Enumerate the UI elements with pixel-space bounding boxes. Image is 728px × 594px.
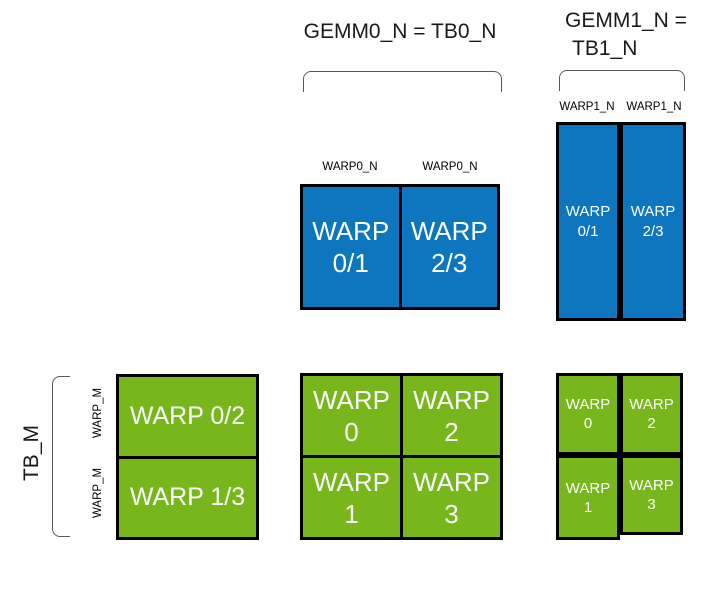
warp-cell-line2: 3 (444, 498, 459, 529)
warp-cell-line2: 2/3 (431, 248, 468, 278)
warp-cell-line2: 0 (583, 415, 593, 432)
gemm0-n-title: GEMM0_N = TB0_N (303, 20, 497, 43)
gemm0-warp-01-cell: WARP 0/1 (303, 187, 399, 307)
gemm1-n-title-line1: GEMM1_N = (565, 9, 687, 32)
tb-warp-13-cell: WARP 1/3 (119, 458, 256, 537)
gemm1-warp-0-cell: WARP 0 (556, 373, 620, 455)
warp0-n-label-right: WARP0_N (422, 161, 478, 173)
warp-cell-line1: WARP (565, 396, 611, 413)
warp-cell-line1: WARP (410, 216, 488, 246)
gemm0-warp-3-cell: WARP 3 (403, 458, 500, 537)
warp-cell-line1: WARP (312, 216, 390, 246)
warp0-n-label-left: WARP0_N (322, 161, 378, 173)
gemm1-n-brace-icon (559, 70, 685, 91)
warp-cell-line2: 0/1 (332, 248, 369, 278)
warp-m-label-top: WARP_M (92, 387, 104, 439)
warp-cell-line1: WARP (412, 384, 491, 415)
tb-m-label: TB_M (20, 425, 43, 482)
warp-cell-line1: WARP (629, 477, 674, 494)
gemm1-warp-2-cell: WARP 2 (620, 373, 683, 455)
gemm0-warp-2-cell: WARP 2 (403, 376, 500, 455)
gemm1-warp-23-cell: WARP 2/3 (620, 122, 686, 321)
warp-cell-line1: WARP (630, 202, 676, 220)
warp-cell-line2: 1 (583, 498, 593, 516)
warp-cell-line2: 1 (344, 498, 359, 529)
warp-cell-label: WARP 1/3 (129, 483, 246, 512)
warp-m-label-bottom: WARP_M (92, 467, 104, 519)
gemm0-n-brace-icon (303, 71, 502, 92)
warp-cell-line2: 2 (444, 416, 459, 447)
warp-cell-line2: 3 (647, 496, 656, 513)
tb-m-brace-icon (52, 376, 70, 537)
warp-cell-line1: WARP (565, 202, 611, 220)
warp-cell-line2: 0/1 (577, 222, 599, 240)
warp-cell-line1: WARP (312, 384, 391, 415)
warp-cell-line1: WARP (565, 479, 611, 497)
gemm1-warp-3-cell: WARP 3 (620, 455, 683, 535)
warp-cell-line1: WARP (312, 466, 391, 497)
gemm1-n-title: GEMM1_N = TB1_N (565, 7, 687, 63)
gemm0-warp-23-cell: WARP 2/3 (401, 187, 497, 307)
warp-cell-label: WARP 0/2 (129, 401, 246, 430)
warp-cell-line2: 2/3 (642, 222, 664, 240)
tb-m-rows-block: WARP 0/2 WARP 1/3 (116, 374, 259, 540)
gemm0-warp-1-cell: WARP 1 (303, 458, 400, 537)
gemm0-accumulator-block: WARP 0 WARP 2 WARP 1 WARP 3 (300, 373, 503, 540)
warp1-n-label-right: WARP1_N (626, 101, 682, 113)
tb-warp-02-cell: WARP 0/2 (119, 377, 256, 456)
gemm1-warp-1-cell: WARP 1 (556, 455, 620, 540)
warp-cell-line2: 2 (647, 415, 656, 432)
gemm1-warp-01-cell: WARP 0/1 (556, 122, 620, 321)
gemm1-n-title-line2: TB1_N (572, 37, 638, 60)
warp-cell-line1: WARP (629, 396, 674, 413)
gemm0-operand-block: WARP 0/1 WARP 2/3 (300, 184, 500, 310)
gemm0-warp-0-cell: WARP 0 (303, 376, 400, 455)
warp-cell-line1: WARP (412, 466, 491, 497)
warp-cell-line2: 0 (344, 416, 359, 447)
warp1-n-label-left: WARP1_N (559, 101, 615, 113)
